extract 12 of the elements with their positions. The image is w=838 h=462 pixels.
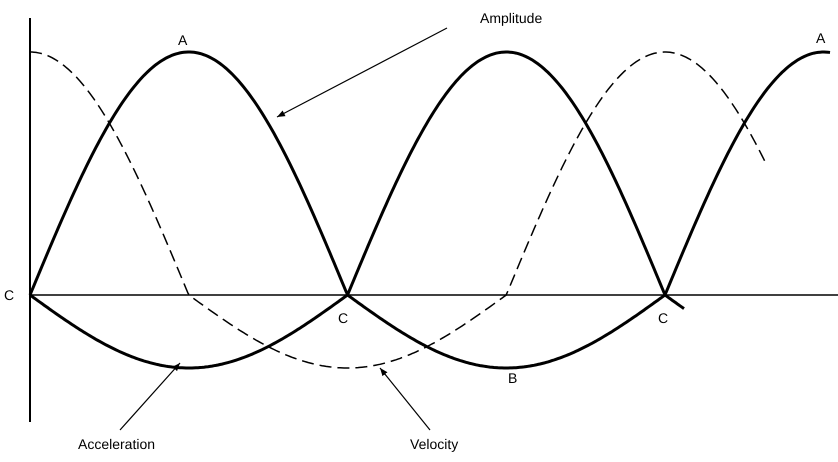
point-label: A bbox=[816, 30, 826, 46]
point-label: C bbox=[338, 310, 348, 326]
leader-arrow bbox=[380, 368, 430, 430]
curve-label: Amplitude bbox=[480, 10, 542, 26]
point-label: A bbox=[178, 32, 188, 48]
curve-label: Velocity bbox=[410, 436, 458, 452]
leader-arrow bbox=[120, 362, 180, 430]
point-label: C bbox=[658, 310, 668, 326]
curve-label: Acceleration bbox=[78, 436, 156, 452]
point-label: C bbox=[4, 287, 14, 303]
leader-arrow bbox=[276, 27, 448, 118]
point-label: B bbox=[508, 370, 518, 386]
